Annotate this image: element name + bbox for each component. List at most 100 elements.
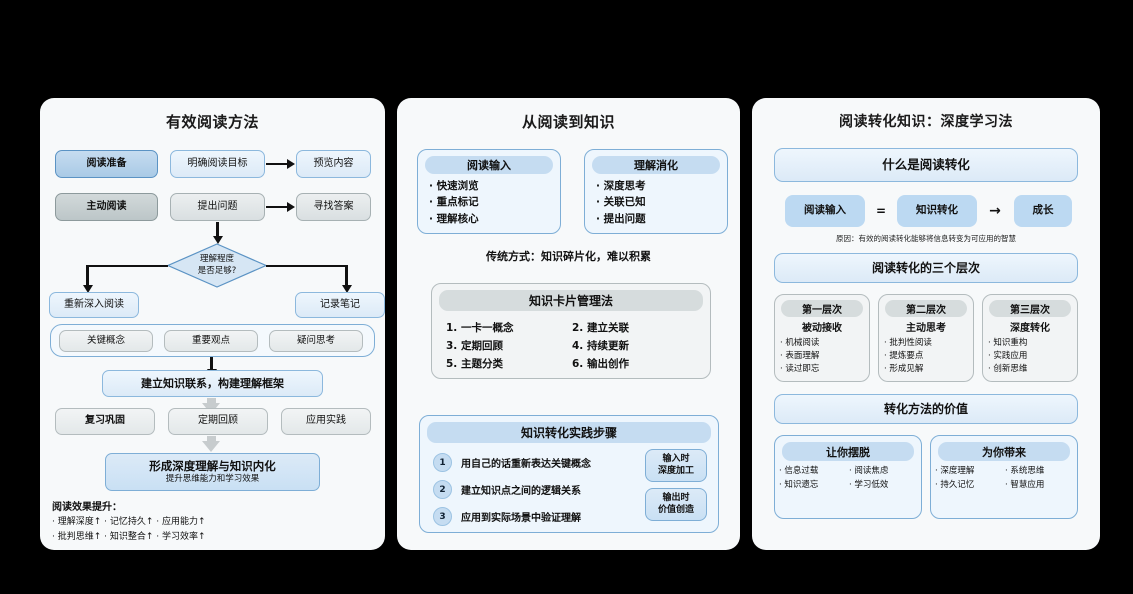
list-item: · 表面理解 (780, 350, 820, 361)
level3-head: 第三层次 (989, 300, 1071, 317)
final-main-label: 形成深度理解与知识内化 (149, 459, 276, 473)
panel-effective-reading: 有效阅读方法 阅读准备 明确阅读目标 预览内容 主动阅读 提出问题 寻找答案 理… (40, 98, 385, 550)
list-item: · 阅读焦虑 (849, 466, 889, 476)
eq-reading-input[interactable]: 阅读输入 (785, 195, 865, 227)
reason-note: 原因：有效的阅读转化能够将信息转变为可应用的智慧 (836, 234, 1016, 243)
list-item: · 信息过载 (779, 466, 819, 476)
section-what-is-conversion[interactable]: 什么是阅读转化 (774, 148, 1078, 182)
fat-arrow-stem-1 (207, 398, 216, 404)
list-item: · 形成见解 (884, 363, 924, 374)
node-key-concept[interactable]: 关键概念 (59, 330, 153, 352)
step-badge: 2 (433, 480, 452, 499)
node-apply-practice[interactable]: 应用实践 (281, 408, 371, 435)
level2-sub: 主动思考 (906, 323, 946, 334)
step-badge: 3 (433, 507, 452, 526)
list-item: 1. 一卡一概念 (446, 322, 514, 334)
node-active-reading[interactable]: 主动阅读 (55, 193, 158, 221)
panel-reading-to-knowledge: 从阅读到知识 阅读输入 · 快速浏览 · 重点标记 · 理解核心 理解消化 · … (397, 98, 740, 550)
card-comprehension-head: 理解消化 (592, 156, 720, 174)
card-level-2[interactable]: 第二层次 主动思考 · 批判性阅读 · 提炼要点 · 形成见解 (878, 294, 974, 382)
arrow-down-to-decision (211, 222, 224, 244)
list-item: · 批判性阅读 (884, 338, 932, 348)
brings-list: · 深度理解 · 系统思维 · 持久记忆 · 智慧应用 (931, 465, 1077, 492)
list-item: · 机械阅读 (780, 338, 820, 348)
list-item: · 关联已知 (596, 196, 646, 209)
tag-input-processing[interactable]: 输入时 深度加工 (645, 449, 707, 482)
footer-line-1: · 理解深度↑ · 记忆持久↑ · 应用能力↑ (52, 517, 206, 527)
arrow-right-2 (266, 201, 295, 213)
list-item: · 理解核心 (429, 212, 479, 225)
card-practice-steps[interactable]: 知识转化实践步骤 1 用自己的话重新表达关键概念 2 建立知识点之间的逻辑关系 … (419, 415, 719, 533)
footer-line-2: · 批判思维↑ · 知识整合↑ · 学习效率↑ (52, 532, 206, 542)
card-level-1[interactable]: 第一层次 被动接收 · 机械阅读 · 表面理解 · 读过即忘 (774, 294, 870, 382)
step-row-2[interactable]: 2 建立知识点之间的逻辑关系 (433, 480, 581, 499)
traditional-note: 传统方式：知识碎片化，难以积累 (486, 250, 651, 263)
fat-arrow-stem-2 (207, 436, 216, 442)
list-item: · 智慧应用 (1005, 479, 1045, 490)
knowledge-card-list: 1. 一卡一概念 2. 建立关联 3. 定期回顾 4. 持续更新 5. 主题分类… (446, 320, 698, 371)
decision-label: 理解程度 是否足够? (197, 254, 237, 276)
arrow-down-left-branch (81, 265, 94, 293)
tag-line: 深度加工 (657, 465, 694, 476)
panel2-title: 从阅读到知识 (521, 113, 615, 131)
eq-growth[interactable]: 成长 (1014, 195, 1072, 227)
panel-deep-learning: 阅读转化知识：深度学习法 什么是阅读转化 阅读输入 = 知识转化 → 成长 原因… (752, 98, 1100, 550)
concept-group: 关键概念 重要观点 疑问思考 (50, 324, 375, 357)
list-item: · 系统思维 (1005, 466, 1045, 476)
eq-arrow-icon: → (989, 203, 1001, 219)
step-badge: 1 (433, 453, 452, 472)
node-ask-question[interactable]: 提出问题 (170, 193, 265, 221)
footer-title: 阅读效果提升： (52, 502, 122, 513)
eq-knowledge-conversion[interactable]: 知识转化 (897, 195, 977, 227)
node-reading-prep[interactable]: 阅读准备 (55, 150, 158, 178)
level2-head: 第二层次 (885, 300, 967, 317)
step-row-1[interactable]: 1 用自己的话重新表达关键概念 (433, 453, 591, 472)
card-knowledge-cards[interactable]: 知识卡片管理法 1. 一卡一概念 2. 建立关联 3. 定期回顾 4. 持续更新… (431, 283, 711, 379)
arrow-right-1 (266, 158, 295, 170)
card-free-you-from[interactable]: 让你摆脱 · 信息过载 · 阅读焦虑 · 知识遗忘 · 学习低效 (774, 435, 922, 519)
list-item: · 提出问题 (596, 212, 646, 225)
node-take-notes[interactable]: 记录笔记 (295, 292, 385, 318)
level1-sub: 被动接收 (802, 323, 842, 334)
node-periodic-review[interactable]: 定期回顾 (168, 408, 268, 435)
card-reading-input[interactable]: 阅读输入 · 快速浏览 · 重点标记 · 理解核心 (417, 149, 561, 234)
free-head: 让你摆脱 (782, 442, 914, 461)
node-reread-deeply[interactable]: 重新深入阅读 (49, 292, 139, 318)
card-brings-you[interactable]: 为你带来 · 深度理解 · 系统思维 · 持久记忆 · 智慧应用 (930, 435, 1078, 519)
node-preview-content[interactable]: 预览内容 (296, 150, 371, 178)
card-level-3[interactable]: 第三层次 深度转化 · 知识重构 · 实践应用 · 创新思维 (982, 294, 1078, 382)
list-item: 3. 定期回顾 (446, 340, 503, 352)
node-clear-goal[interactable]: 明确阅读目标 (170, 150, 265, 178)
panel3-title: 阅读转化知识：深度学习法 (839, 114, 1013, 130)
section-three-levels[interactable]: 阅读转化的三个层次 (774, 253, 1078, 283)
eq-equals-icon: = (875, 204, 887, 218)
list-item: 6. 输出创作 (572, 358, 629, 370)
final-sub-label: 提升思维能力和学习效果 (165, 474, 260, 485)
node-question-thinking[interactable]: 疑问思考 (269, 330, 363, 352)
list-item: · 深度理解 (935, 466, 975, 476)
tag-output-value[interactable]: 输出时 价值创造 (645, 488, 707, 521)
node-review-consolidate[interactable]: 复习巩固 (55, 408, 155, 435)
step-row-3[interactable]: 3 应用到实际场景中验证理解 (433, 507, 581, 526)
list-item: · 重点标记 (429, 196, 479, 209)
card-reading-input-body: · 快速浏览 · 重点标记 · 理解核心 (418, 178, 560, 233)
node-build-knowledge-link[interactable]: 建立知识联系，构建理解框架 (102, 370, 323, 397)
step-text: 建立知识点之间的逻辑关系 (461, 486, 581, 497)
card-comprehension-body: · 深度思考 · 关联已知 · 提出问题 (585, 178, 727, 233)
list-item: · 深度思考 (596, 180, 646, 192)
node-find-answer[interactable]: 寻找答案 (296, 193, 371, 221)
decision-comprehension[interactable]: 理解程度 是否足够? (167, 243, 267, 288)
brings-head: 为你带来 (938, 442, 1070, 461)
section-value-of-methods[interactable]: 转化方法的价值 (774, 394, 1078, 424)
fat-arrow-head-2 (202, 441, 220, 452)
node-deep-understanding[interactable]: 形成深度理解与知识内化 提升思维能力和学习效果 (105, 453, 320, 491)
step-text: 应用到实际场景中验证理解 (461, 513, 581, 524)
diamond-shape-icon (167, 243, 267, 288)
branch-line-right (266, 265, 346, 267)
list-item: · 读过即忘 (780, 363, 820, 374)
list-item: · 实践应用 (988, 350, 1028, 361)
card-comprehension[interactable]: 理解消化 · 深度思考 · 关联已知 · 提出问题 (584, 149, 728, 234)
list-item: · 学习低效 (849, 479, 889, 490)
node-key-viewpoint[interactable]: 重要观点 (164, 330, 258, 352)
